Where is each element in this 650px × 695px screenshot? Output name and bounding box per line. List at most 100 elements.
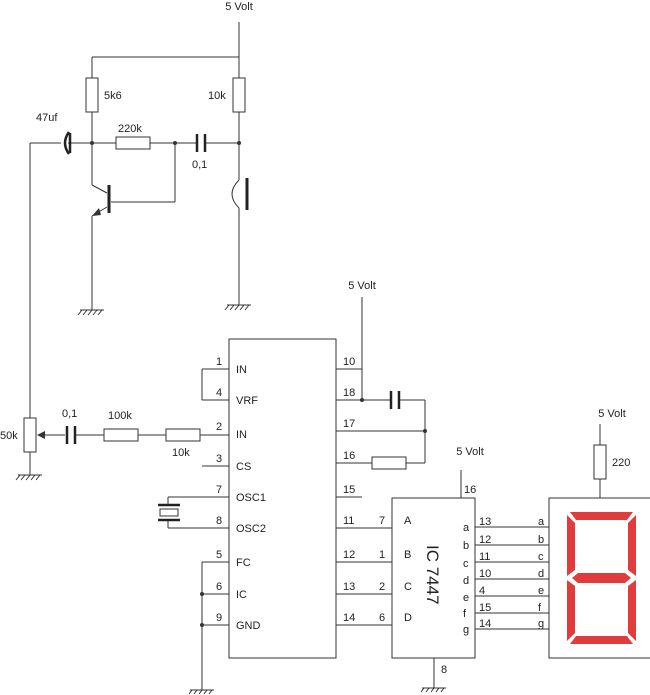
potentiometer-50k xyxy=(23,417,37,453)
segment-c xyxy=(628,580,636,641)
ground-symbol xyxy=(15,474,42,481)
decoder-output-pin: 15 xyxy=(479,602,491,614)
decoder-output-pin: 11 xyxy=(479,551,490,563)
resistor-220 xyxy=(593,444,607,480)
decoder-ic-name: IC 7447 xyxy=(423,545,442,605)
main-ic-pin-num: 1 xyxy=(216,356,222,368)
main-ic-pin-label: CS xyxy=(236,461,251,473)
main-ic-pin-num: 14 xyxy=(343,612,355,624)
seven-segment-display: 5 Volt 220 xyxy=(548,408,650,659)
main-ic-pin-num: 9 xyxy=(216,612,222,624)
main-ic-pin-num: 3 xyxy=(216,453,222,465)
segment-a xyxy=(570,512,633,520)
wiper-arrow xyxy=(37,431,45,439)
decoder-output-pin: 4 xyxy=(479,585,485,597)
segment-b xyxy=(628,515,636,576)
capacitor-47uf-label: 47uf xyxy=(36,112,58,124)
vcc-7447-label: 5 Volt xyxy=(456,446,484,458)
decoder-output-pin: 12 xyxy=(479,534,491,546)
main-ic-pin-num: 17 xyxy=(343,418,355,430)
resistor-100k-label: 100k xyxy=(108,410,132,422)
decoder-output-label: e xyxy=(463,592,469,604)
decoder-input-label: A xyxy=(404,515,412,527)
segment-d xyxy=(570,636,633,644)
main-ic-pin-num: 18 xyxy=(343,387,355,399)
decoder-output-pin: 14 xyxy=(479,618,491,630)
segment-wire-label: e xyxy=(538,585,544,597)
decoder-output-label: d xyxy=(463,575,469,587)
main-ic-pin-num: 10 xyxy=(343,356,355,368)
main-ic: 1 IN 4 VRF 2 IN 3 CS 7 OSC1 8 OSC2 5 FC … xyxy=(158,280,427,695)
main-ic-pin-num: 13 xyxy=(343,581,355,593)
main-ic-pin-label: VRF xyxy=(236,395,258,407)
crystal xyxy=(158,496,202,529)
decoder-pin16: 16 xyxy=(464,484,476,496)
main-ic-pin-label: FC xyxy=(236,557,251,569)
resistor-100k xyxy=(103,428,139,442)
resistor-10k-in xyxy=(165,428,201,442)
capacitor-01-in-label: 0,1 xyxy=(62,408,77,420)
decoder-output-pin: 13 xyxy=(479,516,491,528)
decoder-input-pin: 7 xyxy=(379,515,385,527)
main-ic-pin-num: 2 xyxy=(216,421,222,433)
main-ic-pin-label: IN xyxy=(236,429,247,441)
segment-g xyxy=(572,573,631,583)
vcc-display-label: 5 Volt xyxy=(598,408,626,420)
segment-wire-label: g xyxy=(538,618,544,630)
decoder-input-pin: 1 xyxy=(379,549,385,561)
decoder-input-pin: 2 xyxy=(379,581,385,593)
resistor-pin16 xyxy=(371,456,407,470)
input-network: 50k 0,1 100k 10k xyxy=(0,408,229,481)
decoder-input-pin: 6 xyxy=(379,612,385,624)
main-ic-left-pins: 1 IN 4 VRF 2 IN 3 CS 7 OSC1 8 OSC2 5 FC … xyxy=(200,356,266,690)
decoder-output-label: g xyxy=(463,624,469,636)
main-ic-pin-num: 7 xyxy=(216,484,222,496)
main-ic-pin-num: 11 xyxy=(343,515,354,527)
main-ic-pin-num: 15 xyxy=(343,484,355,496)
vcc-ic-label: 5 Volt xyxy=(348,280,376,292)
decoder-pin8: 8 xyxy=(441,664,447,676)
segment-wire-label: d xyxy=(538,568,544,580)
main-ic-pin-label: IN xyxy=(236,364,247,376)
decoder-outputs: a 13 a b 12 b c 11 c d 10 d e 4 e f 15 f… xyxy=(463,516,549,636)
segment-wire-label: b xyxy=(538,534,544,546)
resistor-220-label: 220 xyxy=(612,457,630,469)
capacitor-01-top-label: 0,1 xyxy=(192,159,207,171)
microphone xyxy=(231,178,249,305)
transistor xyxy=(91,143,176,310)
potentiometer-50k-label: 50k xyxy=(0,430,18,442)
main-ic-pin-num: 16 xyxy=(343,450,355,462)
resistor-10k-top-label: 10k xyxy=(208,90,226,102)
main-ic-pin-num: 6 xyxy=(216,581,222,593)
main-ic-pin-num: 12 xyxy=(343,549,355,561)
main-ic-pin-label: OSC2 xyxy=(236,523,266,535)
decoder-output-label: b xyxy=(463,540,469,552)
decoder-input-label: B xyxy=(404,549,411,561)
vcc-top-label: 5 Volt xyxy=(225,1,253,13)
decoder-output-pin: 10 xyxy=(479,568,491,580)
decoder-input-label: D xyxy=(404,612,412,624)
main-ic-right-pins: 10 18 17 16 15 11 12 13 14 xyxy=(336,356,425,626)
decoder-output-label: a xyxy=(463,522,470,534)
decoder-output-label: c xyxy=(463,558,469,570)
ground-symbol xyxy=(224,304,251,311)
main-ic-pin-num: 4 xyxy=(216,387,222,399)
main-ic-pin-label: IC xyxy=(236,589,247,601)
decoder-input-label: C xyxy=(404,581,412,593)
resistor-220k xyxy=(115,136,151,150)
decoder-output-label: f xyxy=(463,608,467,620)
decoder-ic-body xyxy=(391,497,476,659)
main-ic-pin-num: 8 xyxy=(216,515,222,527)
resistor-10k-in-label: 10k xyxy=(172,447,190,459)
resistor-220k-label: 220k xyxy=(118,123,142,135)
segment-wire-label: f xyxy=(538,602,542,614)
main-ic-pin-label: OSC1 xyxy=(236,492,266,504)
segment-f xyxy=(567,515,575,576)
resistor-5k6 xyxy=(85,77,99,113)
resistor-5k6-label: 5k6 xyxy=(104,90,122,102)
ground-symbol xyxy=(77,309,104,316)
segment-wire-label: c xyxy=(538,551,544,563)
ground-symbol xyxy=(420,687,446,693)
decoder-ic: IC 7447 5 Volt 16 8 7 A 1 B 2 C 6 D a 13… xyxy=(379,446,549,693)
